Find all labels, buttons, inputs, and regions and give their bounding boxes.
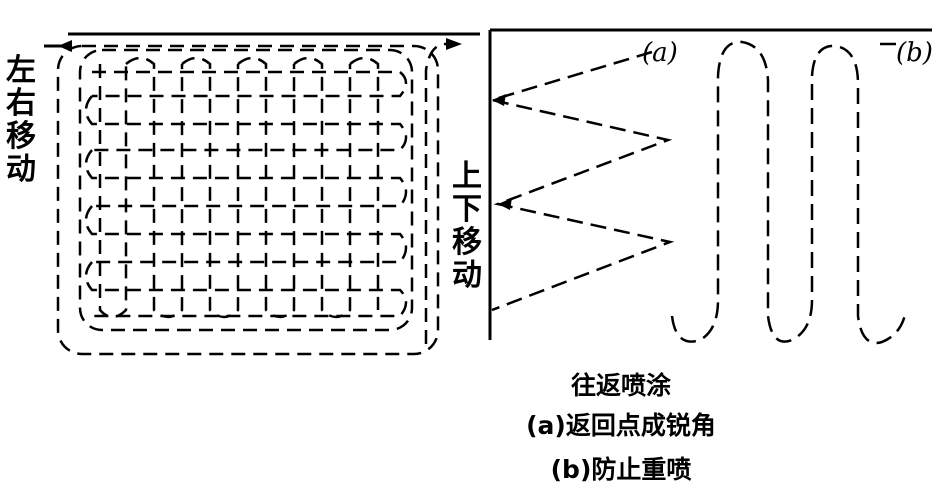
horizontal-pass-4 — [84, 205, 408, 264]
vertical-pass-6 — [349, 56, 380, 310]
outer-dashed-border — [56, 44, 440, 356]
left-figure-paths — [56, 42, 447, 356]
vertical-pass-3 — [181, 56, 240, 319]
caption-title: 往返喷涂 — [570, 371, 671, 400]
zigzag-path-a — [487, 50, 675, 312]
left-return-path — [424, 42, 447, 344]
vertical-pass-1 — [98, 64, 128, 319]
caption-line-b: (b)防止重喷 — [550, 455, 692, 484]
inner-dashed-border — [78, 48, 414, 332]
vertical-pass-5 — [293, 56, 352, 319]
vertical-pass-4 — [237, 56, 296, 319]
label-a: (a) — [642, 38, 678, 68]
right-figure-frame — [488, 28, 932, 340]
label-b: (b) — [896, 38, 933, 68]
right-side-label: 上 下 移 动 — [452, 159, 482, 293]
left-side-label: 左 右 移 动 — [6, 53, 36, 187]
horizontal-pass-1 — [92, 70, 408, 98]
caption-line-a: (a)返回点成锐角 — [526, 411, 716, 440]
loop-path-b — [670, 40, 908, 345]
horizontal-pass-3 — [84, 149, 408, 208]
left-return-arrow-icon — [446, 38, 462, 50]
horizontal-pass-5 — [84, 261, 408, 318]
horizontal-pass-2 — [84, 95, 408, 152]
vertical-pass-2 — [125, 56, 184, 319]
zigzag-arrow-top-icon — [492, 94, 506, 106]
zigzag-arrow-mid-icon — [498, 198, 512, 210]
